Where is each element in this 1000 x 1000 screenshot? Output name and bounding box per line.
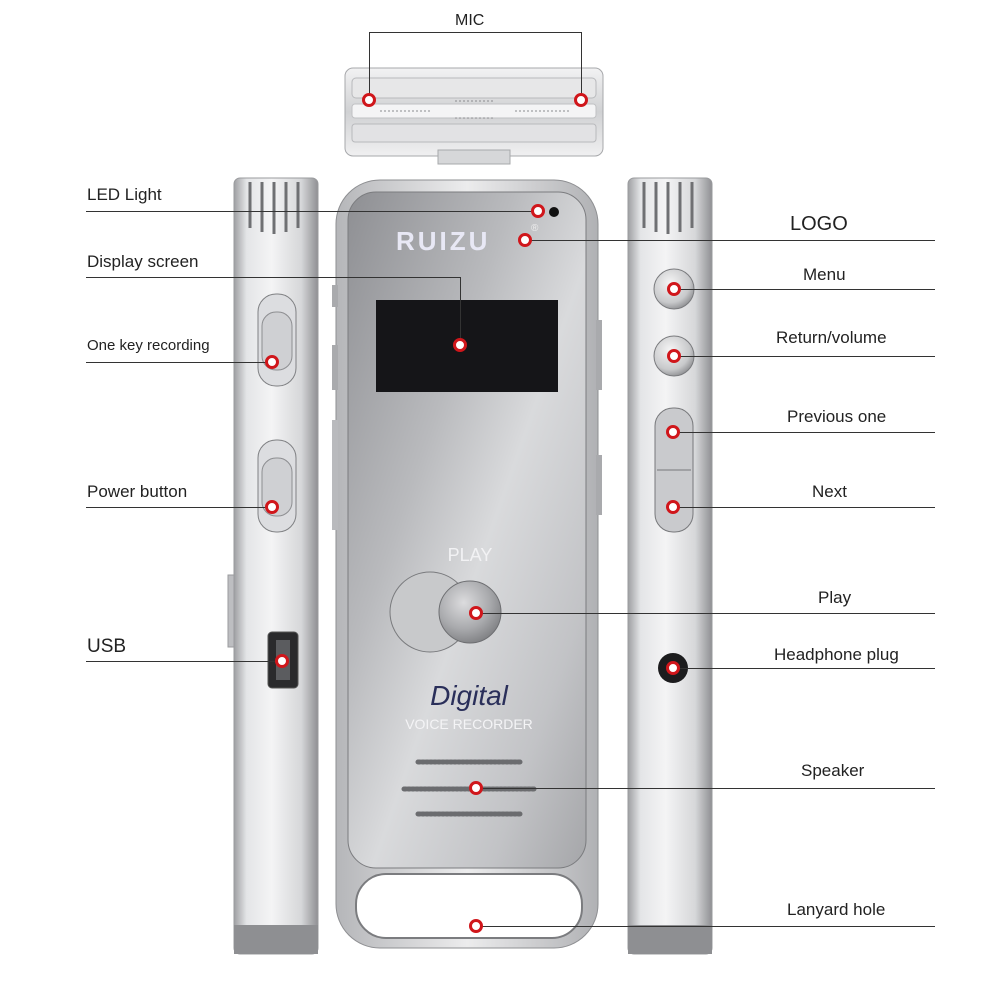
leader-line-lanyard bbox=[476, 926, 935, 927]
marker-led-light bbox=[531, 204, 545, 218]
marker-mic-right bbox=[574, 93, 588, 107]
leader-line-usb bbox=[86, 661, 282, 662]
left-side-view bbox=[227, 177, 319, 955]
front-view bbox=[332, 179, 602, 949]
product-title: Digital bbox=[430, 680, 508, 711]
marker-next bbox=[666, 500, 680, 514]
marker-display bbox=[453, 338, 467, 352]
callout-power-button: Power button bbox=[87, 482, 188, 501]
callout-next: Next bbox=[812, 482, 847, 501]
callout-led-light: LED Light bbox=[87, 185, 162, 204]
marker-recording bbox=[265, 355, 279, 369]
leader-line-return bbox=[674, 356, 935, 357]
top-view bbox=[344, 67, 604, 165]
leader-line-mic-right bbox=[581, 32, 582, 100]
marker-return bbox=[667, 349, 681, 363]
callout-menu: Menu bbox=[803, 265, 846, 284]
callout-headphone-plug: Headphone plug bbox=[774, 645, 899, 664]
marker-previous bbox=[666, 425, 680, 439]
callout-usb: USB bbox=[87, 636, 127, 657]
leader-line-mic bbox=[369, 32, 582, 33]
callout-mic: MIC bbox=[455, 12, 485, 29]
leader-line-mic-left bbox=[369, 32, 370, 100]
callout-one-key-recording: One key recording bbox=[87, 337, 210, 354]
brand-logo: RUIZU bbox=[396, 226, 491, 256]
leader-line-previous bbox=[673, 432, 935, 433]
registered-mark: ® bbox=[531, 223, 539, 234]
marker-menu bbox=[667, 282, 681, 296]
callout-lanyard-hole: Lanyard hole bbox=[787, 900, 886, 919]
callout-speaker: Speaker bbox=[801, 761, 865, 780]
marker-headphone bbox=[666, 661, 680, 675]
callout-previous-one: Previous one bbox=[787, 407, 887, 426]
callout-logo: LOGO bbox=[790, 213, 848, 235]
marker-usb bbox=[275, 654, 289, 668]
right-side-view bbox=[627, 177, 713, 955]
leader-line-recording bbox=[86, 362, 272, 363]
leader-line-display bbox=[86, 277, 460, 278]
leader-line-headphone bbox=[673, 668, 935, 669]
leader-line-power bbox=[86, 507, 272, 508]
leader-line-next bbox=[673, 507, 935, 508]
leader-line-display-drop bbox=[460, 277, 461, 345]
marker-lanyard bbox=[469, 919, 483, 933]
callout-display-screen: Display screen bbox=[87, 252, 199, 271]
marker-play bbox=[469, 606, 483, 620]
leader-line-logo bbox=[525, 240, 935, 241]
marker-power bbox=[265, 500, 279, 514]
leader-line-play bbox=[476, 613, 935, 614]
play-text: PLAY bbox=[447, 545, 493, 565]
callout-play: Play bbox=[818, 588, 852, 607]
product-subtitle: VOICE RECORDER bbox=[405, 716, 533, 732]
leader-line-led bbox=[86, 211, 538, 212]
marker-mic-left bbox=[362, 93, 376, 107]
leader-line-speaker bbox=[476, 788, 935, 789]
marker-speaker bbox=[469, 781, 483, 795]
marker-logo bbox=[518, 233, 532, 247]
leader-line-menu bbox=[674, 289, 935, 290]
callout-return-volume: Return/volume bbox=[776, 328, 887, 347]
